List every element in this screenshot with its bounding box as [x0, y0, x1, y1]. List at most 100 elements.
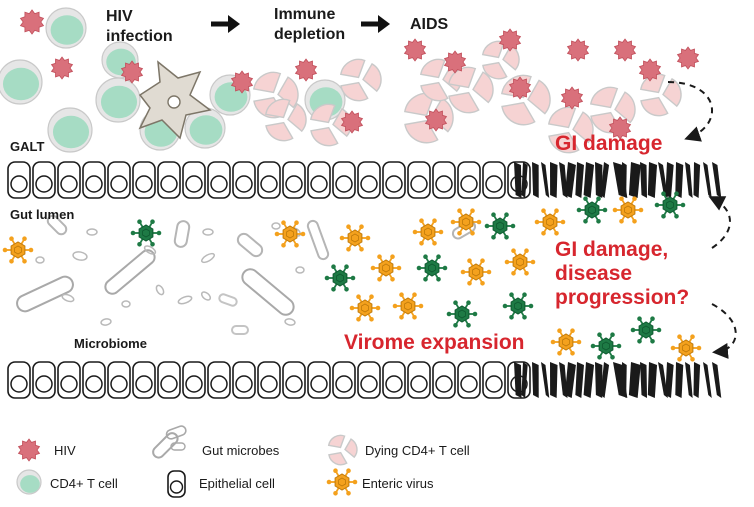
damaged-epithelium-fragment: [693, 362, 701, 398]
hiv-virion: [498, 28, 522, 52]
epithelial-cell: [382, 361, 406, 399]
epithelial-cell: [182, 161, 206, 199]
epithelial-cell: [32, 161, 56, 199]
annotation-virome-expansion: Virome expansion: [344, 331, 525, 354]
damaged-epithelium-fragment: [541, 162, 550, 198]
damaged-epithelium-fragment: [541, 362, 550, 398]
damaged-epithelium-fragment: [575, 362, 584, 398]
hiv-virion: [424, 108, 448, 132]
legend-icon-epithelial-nucleus: [169, 480, 184, 494]
damaged-epithelium-fragment: [628, 362, 641, 398]
hiv-virion: [560, 86, 584, 110]
enteric-virus: [590, 332, 622, 360]
damaged-epithelium-fragment: [575, 162, 584, 198]
legend-icon-dying-cd4-t-cell: [327, 434, 358, 466]
damaged-epithelium-fragment: [712, 162, 722, 198]
cd4-t-cell: [0, 59, 43, 105]
gut-microbe: [155, 284, 165, 296]
damaged-epithelium-fragment: [564, 162, 576, 198]
legend-label-epithelial-cell: Epithelial cell: [199, 476, 275, 491]
damaged-lumen-epithelium: [514, 362, 722, 398]
hiv-virion: [230, 70, 254, 94]
damaged-epithelium-fragment: [622, 362, 627, 398]
epithelial-cell: [482, 361, 506, 399]
damaged-epithelium-fragment: [514, 362, 522, 398]
gut-microbe: [201, 252, 215, 264]
damaged-epithelium-fragment: [622, 162, 627, 198]
damaged-epithelium-fragment: [647, 362, 658, 398]
enteric-virus: [392, 292, 424, 320]
enteric-virus: [612, 196, 644, 224]
enteric-virus: [504, 248, 536, 276]
gut-microbe: [218, 293, 238, 307]
damaged-galt-epithelium: [514, 162, 722, 198]
damaged-epithelium-fragment: [675, 162, 684, 198]
gut-microbe: [100, 318, 112, 326]
stage-immune-depletion-line1: Immune: [274, 6, 336, 23]
enteric-virus: [450, 208, 482, 236]
gut-microbe: [271, 222, 281, 230]
legend-icon-gut-microbes-2: [165, 425, 187, 440]
stage-aids: AIDS: [410, 16, 449, 33]
epithelial-cell: [407, 161, 431, 199]
legend-icon-hiv: [17, 438, 41, 462]
epithelial-cell: [7, 361, 31, 399]
enteric-virus: [416, 254, 448, 282]
legend-icon-cd4-t-cell: [16, 469, 42, 495]
damaged-epithelium-fragment: [647, 162, 658, 198]
epithelial-cell: [82, 361, 106, 399]
enteric-virus: [412, 218, 444, 246]
stage-hiv-infection-line2: infection: [106, 28, 173, 45]
enteric-virus: [502, 292, 534, 320]
stage-immune-depletion-line2: depletion: [274, 26, 346, 43]
annotation-gi-damage: GI damage: [555, 132, 663, 155]
enteric-virus: [274, 220, 306, 248]
enteric-virus: [446, 300, 478, 328]
hiv-virion: [613, 38, 637, 62]
damaged-epithelium-fragment: [675, 362, 684, 398]
legend-label-gut-microbes: Gut microbes: [202, 443, 280, 458]
enteric-virus: [550, 328, 582, 356]
enteric-virus: [630, 316, 662, 344]
epithelial-cell: [382, 161, 406, 199]
damaged-epithelium-fragment: [521, 362, 528, 398]
gut-microbe: [72, 251, 88, 261]
gut-microbe: [231, 325, 249, 335]
epithelial-cell: [257, 161, 281, 199]
epithelial-cell: [57, 361, 81, 399]
gut-microbe: [104, 249, 156, 295]
legend-icon-gut-microbes-3: [170, 442, 186, 451]
enteric-virus: [576, 196, 608, 224]
gut-microbe: [177, 295, 193, 305]
gut-microbe: [306, 219, 330, 261]
epithelial-cell: [82, 161, 106, 199]
cd4-t-cell: [45, 7, 87, 49]
epithelial-cell: [207, 361, 231, 399]
gut-microbe: [241, 268, 295, 316]
annotation-gi-damage-line3: progression?: [555, 286, 690, 309]
hiv-virion: [638, 58, 662, 82]
enteric-virus: [324, 264, 356, 292]
enteric-virus: [460, 258, 492, 286]
damaged-epithelium-fragment: [600, 162, 610, 198]
hiv-virion: [403, 38, 427, 62]
epithelial-cell: [257, 361, 281, 399]
enteric-virus: [349, 294, 381, 322]
gut-microbe: [173, 220, 191, 248]
legend-label-dying-cd4-t-cell: Dying CD4+ T cell: [365, 443, 470, 458]
gut-microbe: [200, 291, 212, 301]
epithelial-cell: [157, 161, 181, 199]
hiv-virion: [443, 50, 467, 74]
dying-cd4-t-cell: [547, 106, 594, 154]
hiv-virion: [676, 46, 700, 70]
dashed-arrow-to-upper-epithelium: [708, 196, 731, 249]
gut-microbe: [86, 228, 98, 236]
epithelial-cell: [407, 361, 431, 399]
epithelial-cell: [7, 161, 31, 199]
damaged-epithelium-fragment: [532, 162, 539, 198]
enteric-virus: [670, 334, 702, 362]
epithelial-cell: [307, 361, 331, 399]
region-label-microbiome: Microbiome: [74, 336, 147, 351]
enteric-virus: [534, 208, 566, 236]
